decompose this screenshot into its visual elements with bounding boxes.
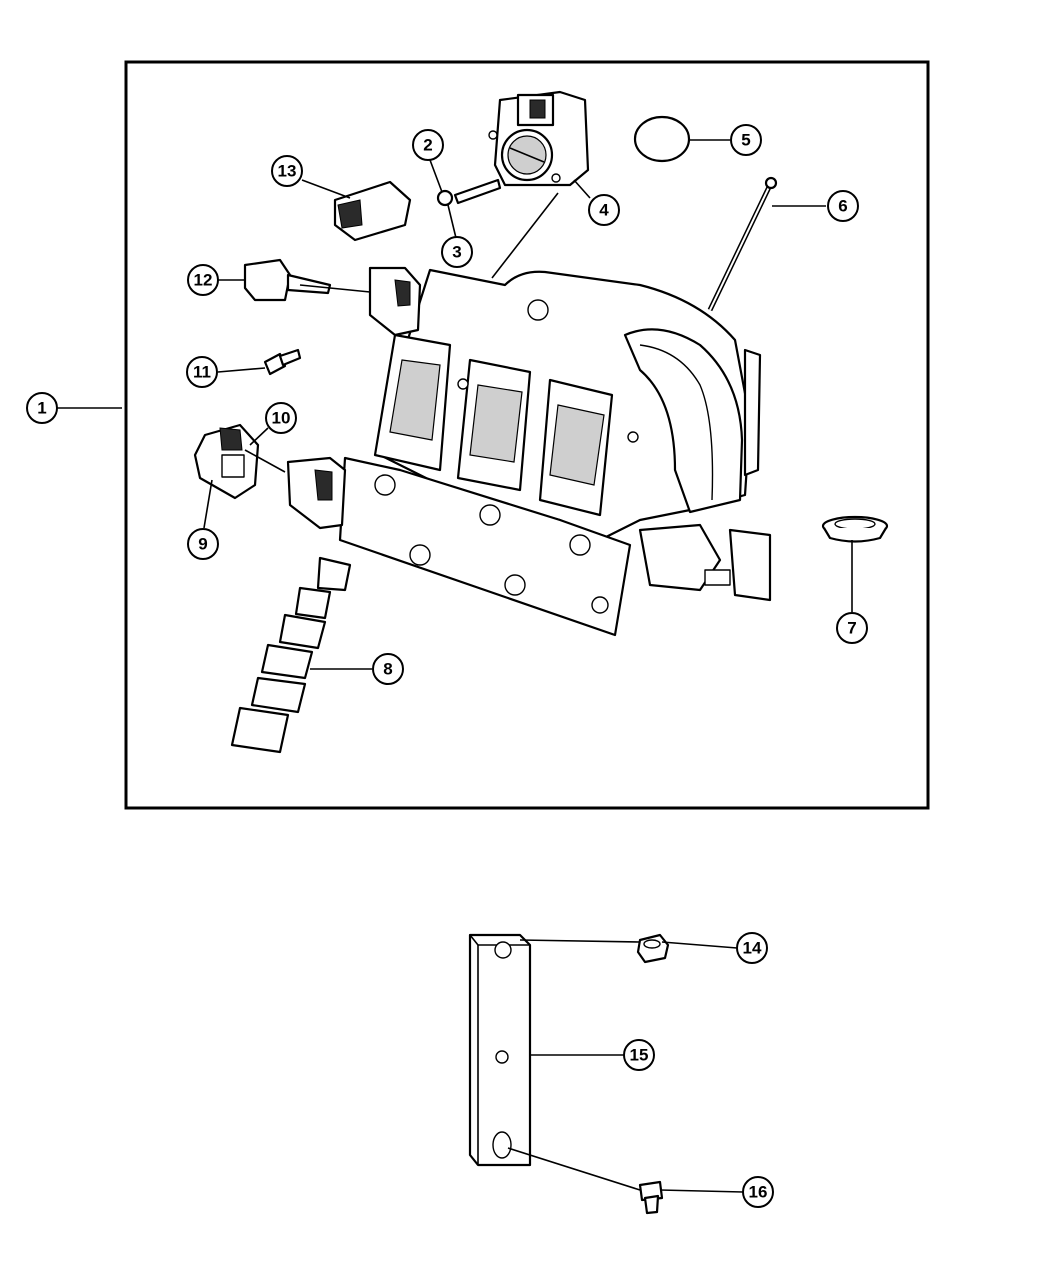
grommet [821, 515, 889, 543]
callout-11-label: 11 [193, 363, 211, 382]
manifold-connector-lower [286, 456, 347, 530]
intake-manifold [338, 268, 772, 637]
callout-3-label: 3 [452, 243, 461, 262]
callout-14-label: 14 [743, 939, 762, 958]
manifold-support-bracket [468, 933, 532, 1167]
callout-10: 10 [265, 402, 297, 434]
throttle-bolt [436, 178, 502, 207]
callout-15-label: 15 [630, 1046, 649, 1065]
callout-6-label: 6 [838, 197, 847, 216]
callout-7-label: 7 [847, 619, 856, 638]
callout-12-label: 12 [194, 271, 213, 290]
map-sensor [193, 423, 260, 500]
callout-16: 16 [742, 1176, 774, 1208]
callout-12: 12 [187, 264, 219, 296]
callout-9-label: 9 [198, 535, 207, 554]
bracket-bolt [638, 1180, 664, 1215]
callout-5-label: 5 [741, 131, 750, 150]
callout-11: 11 [186, 356, 218, 388]
pressure-sensor [333, 180, 412, 242]
intake-air-temp-sensor [243, 258, 332, 302]
callout-1: 1 [26, 392, 58, 424]
callout-3: 3 [441, 236, 473, 268]
manifold-connector-upper [368, 266, 422, 337]
callout-5: 5 [730, 124, 762, 156]
flange-nut [636, 933, 670, 964]
callout-4-label: 4 [599, 201, 609, 220]
callout-6: 6 [827, 190, 859, 222]
throttle-body-seal [633, 115, 691, 163]
callout-15: 15 [623, 1039, 655, 1071]
callout-4: 4 [588, 194, 620, 226]
leader-lines [57, 139, 853, 1193]
callout-2-label: 2 [423, 136, 432, 155]
throttle-body [488, 90, 590, 187]
callout-13: 13 [271, 155, 303, 187]
callout-1-label: 1 [37, 399, 46, 418]
callout-2: 2 [412, 129, 444, 161]
support-rod [707, 176, 778, 312]
intake-gasket [230, 556, 352, 754]
callout-16-label: 16 [749, 1183, 768, 1202]
screw [263, 348, 302, 376]
callout-9: 9 [187, 528, 219, 560]
callout-8: 8 [372, 653, 404, 685]
callout-7: 7 [836, 612, 868, 644]
callout-13-label: 13 [278, 162, 297, 181]
callout-10-label: 10 [272, 409, 291, 428]
callout-14: 14 [736, 932, 768, 964]
assembly-frame [124, 60, 930, 810]
callout-8-label: 8 [383, 660, 392, 679]
